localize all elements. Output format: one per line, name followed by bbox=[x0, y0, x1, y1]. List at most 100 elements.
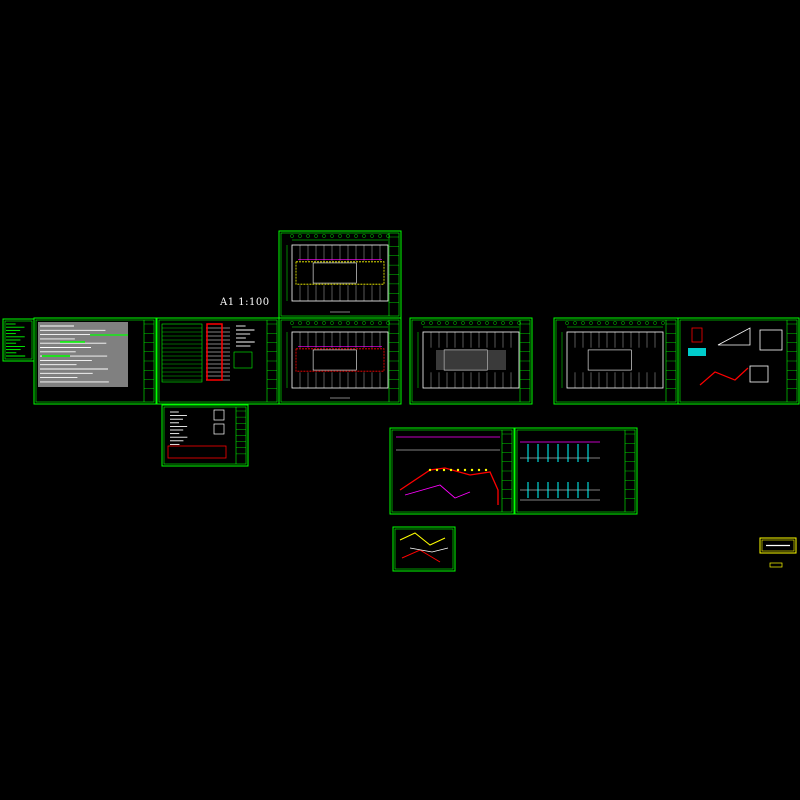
axis-bubble bbox=[298, 234, 302, 238]
axis-bubble bbox=[605, 321, 609, 325]
detail-fill bbox=[688, 348, 706, 356]
axis-bubble bbox=[330, 321, 334, 325]
legend-box bbox=[233, 351, 253, 369]
axis-bubble bbox=[477, 321, 481, 325]
sheet-border bbox=[161, 404, 249, 467]
sheet-border bbox=[278, 317, 402, 405]
sheet-legend-small bbox=[2, 318, 35, 362]
shaded-area bbox=[436, 350, 506, 370]
axis-bubble bbox=[469, 321, 473, 325]
valve-symbol bbox=[470, 468, 474, 472]
axis-bubble bbox=[322, 321, 326, 325]
sheet-inner-border bbox=[394, 528, 454, 570]
courtyard bbox=[312, 349, 357, 371]
axis-bubble bbox=[314, 321, 318, 325]
sheet-axonometric bbox=[392, 526, 456, 572]
axo-pipe bbox=[409, 547, 449, 553]
axis-bubble bbox=[346, 321, 350, 325]
axis-bubble bbox=[509, 321, 513, 325]
axis-bubble bbox=[429, 321, 433, 325]
detail-section bbox=[691, 327, 703, 343]
axis-bubble bbox=[445, 321, 449, 325]
sheet-floor-plan-4 bbox=[553, 317, 679, 405]
axis-bubble bbox=[517, 321, 521, 325]
axis-bubble bbox=[613, 321, 617, 325]
axis-bubble bbox=[386, 234, 390, 238]
axis-bubble bbox=[354, 321, 358, 325]
axis-bubble bbox=[330, 234, 334, 238]
axo-pipe bbox=[401, 549, 441, 563]
valve-symbol bbox=[456, 468, 460, 472]
sheet-system-diagram bbox=[389, 427, 515, 515]
sheet-inner-border bbox=[4, 320, 33, 360]
system-branch-red bbox=[399, 467, 499, 505]
axis-bubble bbox=[661, 321, 665, 325]
axis-bubble bbox=[637, 321, 641, 325]
axis-bubble bbox=[437, 321, 441, 325]
valve-symbol bbox=[428, 468, 432, 472]
valve-symbol bbox=[484, 468, 488, 472]
scale-label: A1 1:100 bbox=[220, 297, 270, 308]
axis-bubble bbox=[378, 321, 382, 325]
axis-bubble bbox=[501, 321, 505, 325]
stamp-small bbox=[769, 562, 783, 568]
sheet-riser-diagram bbox=[514, 427, 638, 515]
sheet-inner-border bbox=[679, 319, 798, 403]
symbol-box bbox=[213, 423, 225, 435]
axis-bubble bbox=[421, 321, 425, 325]
symbol-box bbox=[213, 409, 225, 421]
courtyard bbox=[312, 262, 357, 284]
sheet-border bbox=[156, 317, 280, 405]
axis-bubble bbox=[322, 234, 326, 238]
pipe-run bbox=[295, 261, 385, 285]
courtyard bbox=[443, 349, 488, 371]
axis-bubble bbox=[565, 321, 569, 325]
valve-symbol bbox=[463, 468, 467, 472]
notes-text-block bbox=[38, 322, 128, 387]
stamp-outer bbox=[759, 537, 797, 554]
sheet-border bbox=[33, 317, 157, 405]
axis-bubble bbox=[589, 321, 593, 325]
sheet-floor-plan-3 bbox=[409, 317, 533, 405]
axis-bubble bbox=[290, 234, 294, 238]
axis-bubble bbox=[290, 321, 294, 325]
detail-triangle bbox=[717, 327, 751, 346]
axis-bubble bbox=[485, 321, 489, 325]
detail-pipe-red bbox=[699, 367, 749, 386]
axis-bubble bbox=[306, 321, 310, 325]
axis-bubble bbox=[621, 321, 625, 325]
sheet-material-list bbox=[161, 404, 249, 467]
sheet-title-block bbox=[759, 537, 797, 568]
valve-symbol bbox=[435, 468, 439, 472]
sheet-design-notes bbox=[33, 317, 157, 405]
axis-bubble bbox=[597, 321, 601, 325]
axis-bubble bbox=[653, 321, 657, 325]
axis-bubble bbox=[370, 321, 374, 325]
axis-bubble bbox=[573, 321, 577, 325]
axis-bubble bbox=[346, 234, 350, 238]
axis-bubble bbox=[338, 321, 342, 325]
sheet-details bbox=[677, 317, 800, 405]
axis-bubble bbox=[298, 321, 302, 325]
axis-bubble bbox=[362, 321, 366, 325]
valve-symbol bbox=[477, 468, 481, 472]
axis-bubble bbox=[645, 321, 649, 325]
sheet-border bbox=[677, 317, 800, 405]
sheet-inner-border bbox=[391, 429, 513, 513]
axis-bubble bbox=[314, 234, 318, 238]
sheet-border bbox=[514, 427, 638, 515]
axis-bubble bbox=[386, 321, 390, 325]
sheet-equipment-table bbox=[156, 317, 280, 405]
sheet-border bbox=[392, 526, 456, 572]
red-table bbox=[167, 445, 227, 459]
sheet-border bbox=[409, 317, 533, 405]
axis-bubble bbox=[629, 321, 633, 325]
table-left bbox=[161, 323, 203, 383]
sheet-border bbox=[389, 427, 515, 515]
sheet-upper-floor-plan bbox=[278, 230, 402, 319]
axis-bubble bbox=[362, 234, 366, 238]
axis-bubble bbox=[581, 321, 585, 325]
sheet-border bbox=[553, 317, 679, 405]
stamp-inner bbox=[761, 539, 795, 552]
